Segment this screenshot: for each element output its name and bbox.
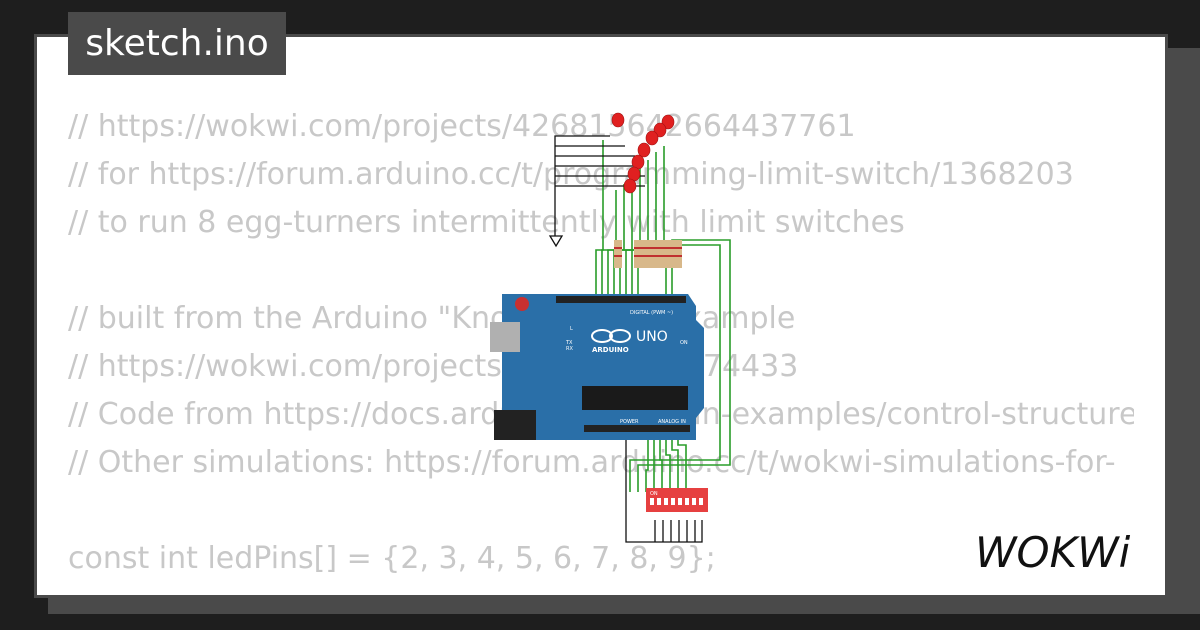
code-line[interactable]: // for https://forum.arduino.cc/t/progra… [68,157,1074,192]
file-tab[interactable]: sketch.ino [68,12,286,75]
led[interactable] [653,122,667,138]
resistor[interactable] [634,240,642,268]
wokwi-logo-text: WOKWi [975,528,1131,575]
atmega-chip [582,386,688,410]
resistors [614,240,682,268]
code-editor[interactable]: // https://wokwi.com/projects/4268156426… [68,103,1134,595]
board-brand: ARDUINO [592,346,629,354]
rx-label: RX [566,346,573,352]
power-jack [494,410,536,440]
ground-wires [554,135,703,543]
led[interactable] [611,112,625,128]
resistor[interactable] [650,240,658,268]
arduino-board: UNO ARDUINO DIGITAL (PWM ~) ANALOG IN PO… [490,294,704,440]
led[interactable] [623,178,637,194]
leds [611,112,675,194]
analog-label: ANALOG IN [658,419,686,425]
resistor[interactable] [666,240,674,268]
digital-label: DIGITAL (PWM ~) [630,310,673,316]
led[interactable] [661,114,675,130]
usb-connector [490,322,520,352]
board-name: UNO [636,329,668,345]
power-label: POWER [620,419,639,425]
reset-button[interactable] [515,297,529,311]
wokwi-logo: WOKWi [975,528,1131,575]
tx-label: TX [565,340,573,346]
on-label: ON [680,340,688,346]
code-line[interactable]: // https://wokwi.com/projects/4268156426… [68,109,856,144]
dip-switch[interactable]: ON [646,488,708,512]
code-line[interactable]: // Other simulations: https://forum.ardu… [68,445,1116,480]
resistor[interactable] [614,240,622,268]
l-label: L [570,326,573,332]
resistor[interactable] [674,240,682,268]
code-line[interactable]: const int ledPins[] = {2, 3, 4, 5, 6, 7,… [68,541,716,576]
code-line[interactable]: // to run 8 egg-turners intermittently w… [68,205,905,240]
resistor[interactable] [642,240,650,268]
led[interactable] [645,130,659,146]
led[interactable] [637,142,651,158]
dip-on-label: ON [650,491,658,497]
ground-symbol [548,235,564,248]
resistor[interactable] [658,240,666,268]
circuit-diagram: UNO ARDUINO DIGITAL (PWM ~) ANALOG IN PO… [490,112,731,543]
